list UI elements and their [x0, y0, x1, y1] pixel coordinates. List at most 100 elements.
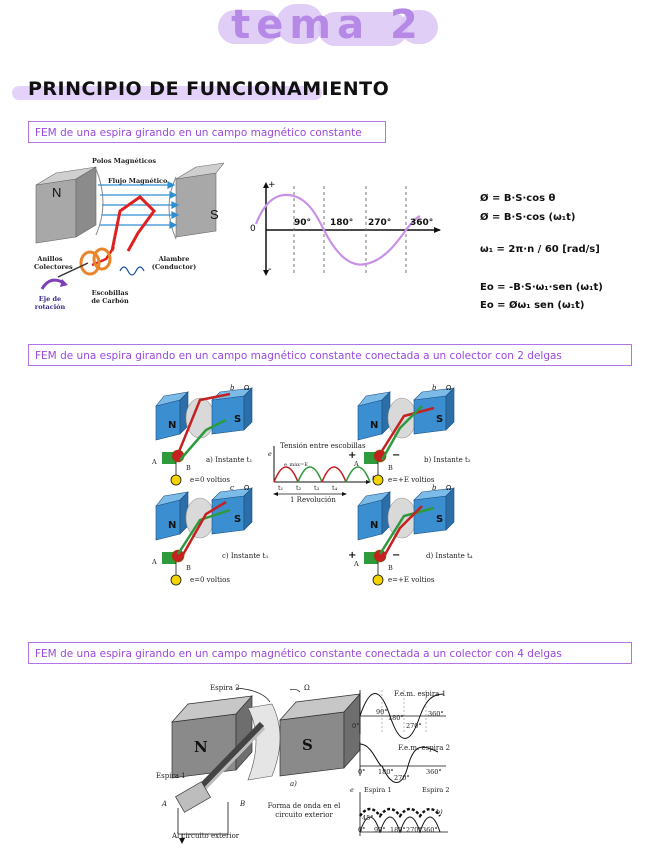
poles-label: Polos Magnéticos	[92, 157, 157, 165]
emf-sine-graph: + - 0 90° 180° 270° 360°	[244, 180, 444, 280]
two-segment-commutator-figure: N S b Ω A B a) Instante t₁ e=0 voltios N…	[146, 384, 506, 594]
panel-d-south: S	[436, 514, 444, 525]
figure3-north: N	[194, 738, 208, 756]
figure3-terminal-b: B	[240, 800, 246, 808]
panel-b-letter: b	[432, 384, 437, 392]
panel-b-plus: +	[348, 450, 357, 461]
graph-b-tick-270: 270°	[394, 774, 410, 782]
panel-b-voltage: e=+E voltios	[388, 476, 435, 484]
panel-a-voltage: e=0 voltios	[190, 476, 230, 484]
flux-label: Flujo Magnético	[108, 177, 168, 185]
brush-voltage-title: Tensión entre escobillas	[280, 442, 366, 450]
section-label-2: FEM de una espira girando en un campo ma…	[28, 344, 632, 366]
graph-a-tick-90: 90°	[376, 708, 388, 716]
graph1-zero: 0	[250, 224, 256, 234]
panel-d-terminal-b: B	[388, 564, 393, 572]
section-label-3: FEM de una espira girando en un campo ma…	[28, 642, 632, 664]
panel-c-voltage: e=0 voltios	[190, 576, 230, 584]
title-highlight	[318, 12, 408, 46]
heading-highlight	[12, 86, 322, 100]
panel-a-south: S	[234, 414, 242, 425]
panel-a-omega: Ω	[244, 384, 250, 392]
brush-voltage-e: e	[268, 450, 272, 458]
panel-c-letter: c	[230, 484, 234, 492]
panel-d-omega: Ω	[446, 484, 452, 492]
panel-b-omega: Ω	[446, 384, 452, 392]
brush-voltage-t1: t₁	[278, 484, 284, 492]
panel-a-north: N	[168, 420, 177, 431]
panel-a-caption: a) Instante t₁	[206, 456, 253, 464]
panel-d-voltage: e=+E voltios	[388, 576, 435, 584]
panel-b-south: S	[436, 414, 444, 425]
graph1-plus: +	[268, 180, 276, 190]
equation-flux-1: Ø = B·S·cos θ	[480, 193, 556, 204]
title-highlight	[400, 10, 438, 44]
section-heading: PRINCIPIO DE FUNCIONAMIENTO	[28, 78, 390, 100]
equation-flux-2: Ø = B·S·cos (ω₁t)	[480, 212, 576, 223]
external-circuit-label: Al circuito exterior	[172, 832, 240, 840]
title-highlight	[276, 4, 324, 44]
figure3-omega: Ω	[304, 684, 310, 692]
brush-voltage-emax: e_máx=E	[284, 462, 308, 468]
graph-c-tick-270: 270°	[406, 826, 422, 834]
section-label-1: FEM de una espira girando en un campo ma…	[28, 121, 386, 143]
brushes-label: Escobillas de Carbón	[91, 289, 129, 305]
graph-b-tick-0: 0°	[358, 768, 366, 776]
panel-c-terminal-a: A	[152, 558, 157, 566]
page-title: tema 2	[231, 2, 424, 48]
panel-a-terminal-a: A	[152, 458, 157, 466]
brush-voltage-t3: t₃	[314, 484, 320, 492]
graph-c-tick-90: 90°	[374, 826, 386, 834]
title-area: tema 2	[0, 0, 655, 60]
graph-c-espira2: Espira 2	[422, 786, 450, 794]
graph-a-title: F.e.m. espira 1	[394, 690, 447, 698]
brush-voltage-t2: t₂	[296, 484, 302, 492]
panel-b-terminal-b: B	[388, 464, 393, 472]
panel-a-terminal-b: B	[186, 464, 191, 472]
espira-2-label: Espira 2	[210, 684, 240, 692]
equation-emf-2: Eo = Øω₁ sen (ω₁t)	[480, 300, 585, 311]
title-highlight	[218, 10, 280, 44]
revolution-label: 1 Revolución	[290, 496, 336, 504]
graph-c-espira1: Espira 1	[364, 786, 392, 794]
panel-d-caption: d) Instante t₄	[426, 552, 473, 560]
graph-a-tick-270: 270°	[406, 722, 422, 730]
north-pole-label: N	[52, 185, 62, 200]
graph-b-title: F.e.m. espira 2	[398, 744, 451, 752]
generator-diagram: Polos Magnéticos Flujo Magnético N S Ani…	[28, 155, 225, 315]
graph-b-tick-180: 180°	[378, 768, 394, 776]
figure3-south: S	[302, 736, 313, 754]
brush-voltage-t4: t₄	[332, 484, 338, 492]
graph-a-tick-360: 360°	[428, 710, 444, 718]
panel-c-terminal-b: B	[186, 564, 191, 572]
panel-d-minus: −	[392, 550, 401, 561]
panel-b-caption: b) Instante t₂	[424, 456, 471, 464]
figure3-terminal-a: A	[162, 800, 168, 808]
graph-b-tick-360: 360°	[426, 768, 442, 776]
graph1-tick-270: 270°	[368, 218, 392, 228]
graph-a-tick-0: 0°	[352, 722, 360, 730]
panel-d-terminal-a: A	[354, 560, 359, 568]
graph1-minus: -	[268, 264, 272, 275]
brush-voltage-t: t	[372, 474, 375, 482]
panel-d-letter: b	[432, 484, 437, 492]
graph-c-deg: 45°	[362, 814, 374, 822]
south-pole-label: S	[210, 207, 219, 222]
graph-a-tick-180: 180°	[388, 714, 404, 722]
panel-b-terminal-a: A	[354, 460, 359, 468]
panel-a-letter: b	[230, 384, 235, 392]
graph-c-b-label: b)	[436, 808, 443, 816]
panel-d-plus: +	[348, 550, 357, 561]
graph-c-tick-180: 180°	[390, 826, 406, 834]
panel-b-minus: −	[392, 450, 401, 461]
espira-1-label: Espira 1	[156, 772, 186, 780]
panel-c-omega: Ω	[244, 484, 250, 492]
figure3-a-label: a)	[290, 780, 297, 788]
external-waveform-label: Forma de onda en el circuito exterior	[267, 802, 341, 819]
graph-c-e: e	[350, 786, 354, 794]
equation-omega: ω₁ = 2π·n / 60 [rad/s]	[480, 244, 600, 255]
equation-emf-1: Eo = -B·S·ω₁·sen (ω₁t)	[480, 282, 603, 293]
panel-c-north: N	[168, 520, 177, 531]
panel-d-north: N	[370, 520, 379, 531]
rotation-axis-label: Eje de rotación	[34, 295, 66, 311]
